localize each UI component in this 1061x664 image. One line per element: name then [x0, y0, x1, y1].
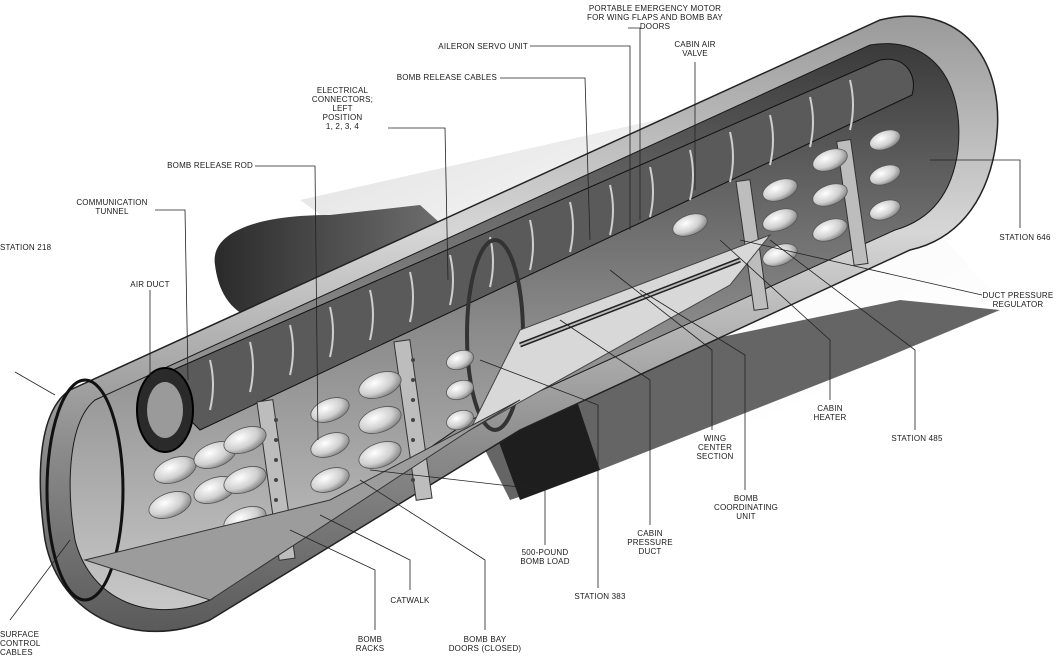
label-bomb-bay-doors: BOMB BAY DOORS (CLOSED) [448, 635, 522, 653]
tunnel-rings [209, 79, 854, 411]
label-cabin-heater: CABIN HEATER [813, 404, 847, 422]
label-500-pound-bomb-load: 500-POUND BOMB LOAD [520, 548, 570, 566]
duct-highlight [519, 259, 741, 346]
label-bomb-racks: BOMB RACKS [355, 635, 385, 653]
label-electrical-connectors: ELECTRICAL CONNECTORS; LEFT POSITION 1, … [311, 86, 374, 131]
label-station-646: STATION 646 [999, 233, 1051, 242]
label-bomb-release-cables: BOMB RELEASE CABLES [396, 73, 497, 82]
label-communication-tunnel: COMMUNICATION TUNNEL [76, 198, 148, 216]
label-station-383: STATION 383 [574, 592, 626, 601]
label-surface-control-cables: SURFACE CONTROL CABLES [0, 630, 41, 657]
wing-right [470, 300, 1000, 500]
label-aileron-servo-unit: AILERON SERVO UNIT [438, 42, 528, 51]
label-cabin-pressure-duct: CABIN PRESSURE DUCT [627, 529, 673, 556]
label-station-218: STATION 218 [0, 243, 52, 252]
label-air-duct: AIR DUCT [130, 280, 170, 289]
label-portable-emergency-motor: PORTABLE EMERGENCY MOTOR FOR WING FLAPS … [587, 4, 723, 31]
front-bulkhead [45, 378, 125, 602]
label-station-485: STATION 485 [891, 434, 943, 443]
label-cabin-air-valve: CABIN AIR VALVE [674, 40, 716, 58]
label-wing-center-section: WING CENTER SECTION [696, 434, 734, 461]
air-duct-inner [147, 382, 183, 438]
bomb-load [148, 129, 901, 568]
wing-left [214, 205, 470, 320]
label-bomb-release-rod: BOMB RELEASE ROD [167, 161, 253, 170]
label-duct-pressure-regulator: DUCT PRESSURE REGULATOR [982, 291, 1054, 309]
label-bomb-coordinating-unit: BOMB COORDINATING UNIT [713, 494, 779, 521]
label-catwalk: CATWALK [390, 596, 430, 605]
communication-tunnel-shape [149, 58, 914, 431]
catwalk-shape [468, 233, 772, 432]
bomb-bay-doors-shape [83, 399, 521, 601]
leader-lines [9, 27, 1021, 630]
